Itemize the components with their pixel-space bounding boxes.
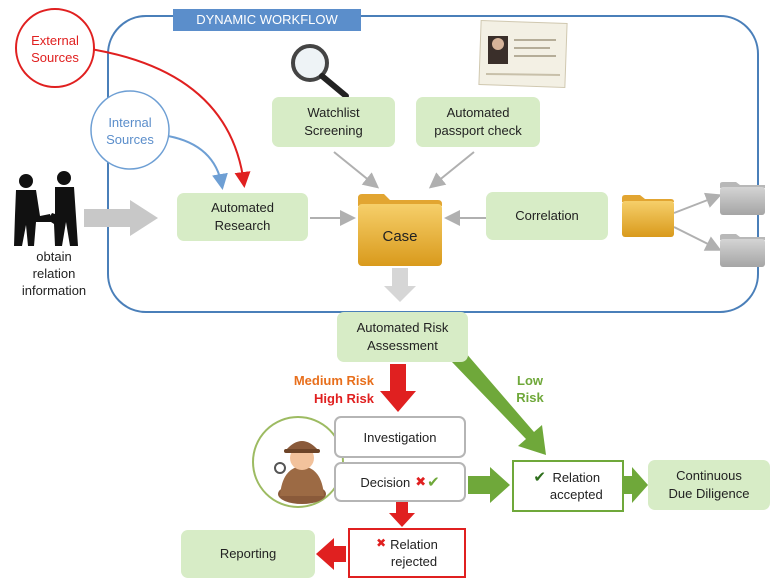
cross-icon: ✖	[415, 474, 427, 489]
accepted-to-continuous-arrow	[624, 467, 648, 503]
case-label: Case	[382, 228, 418, 245]
relation-rejected-node: ✖ Relation rejected	[348, 528, 466, 578]
check-icon: ✔	[533, 469, 546, 486]
investigator-icon	[274, 441, 326, 504]
low-risk-label: Low Risk	[516, 373, 544, 405]
case-folder-icon	[358, 194, 442, 266]
reporting-node: Reporting	[181, 530, 315, 578]
correlation-node: Correlation	[486, 192, 608, 240]
relation-rejected-label: Relation rejected	[390, 537, 438, 569]
investigation-label: Investigation	[363, 429, 437, 445]
passport-icon	[478, 20, 568, 88]
handshake-icon	[14, 171, 78, 246]
workflow-frame	[107, 15, 759, 313]
correlation-folder-icon	[622, 195, 674, 237]
risk-assessment-node: Automated Risk Assessment	[337, 312, 468, 362]
cross-icon: ✖	[376, 536, 387, 550]
automated-research-node: Automated Research	[177, 193, 308, 241]
rejected-to-reporting-arrow	[316, 538, 346, 570]
decision-to-rejected-arrow	[389, 501, 415, 527]
internal-sources-circle	[90, 90, 170, 170]
internal-sources-label: Internal Sources	[106, 115, 154, 147]
case-to-risk-arrow	[384, 268, 416, 302]
passport-to-case-arrow	[428, 151, 475, 189]
workflow-title: DYNAMIC WORKFLOW	[196, 12, 338, 27]
watchlist-to-case-arrow	[333, 151, 380, 189]
workflow-title-tab	[173, 9, 361, 31]
external-sources-label: External Sources	[31, 33, 79, 65]
folder-to-folder2-arrow	[673, 226, 722, 251]
decision-label: Decision	[360, 474, 411, 490]
start-arrow	[84, 200, 158, 236]
relation-accepted-node: ✔ Relation accepted	[512, 460, 624, 512]
risk-to-investigation-arrow	[380, 364, 416, 412]
check-icon: ✔	[427, 474, 440, 491]
low-risk-arrow	[452, 352, 546, 455]
relation-accepted-label: Relation accepted	[549, 470, 603, 502]
decision-to-accepted-arrow	[468, 467, 510, 503]
high-risk-label: High Risk	[314, 391, 374, 406]
investigation-node: Investigation	[334, 416, 466, 458]
passport-check-node: Automated passport check	[416, 97, 540, 147]
grey-folder-2-icon	[720, 234, 765, 267]
decision-node: Decision ✖ ✔	[334, 462, 466, 502]
folder-to-folder1-arrow	[673, 192, 722, 214]
continuous-due-diligence-node: Continuous Due Diligence	[648, 460, 770, 510]
grey-folder-1-icon	[720, 182, 765, 215]
external-to-research-arrow	[83, 47, 251, 188]
internal-to-research-arrow	[167, 135, 228, 190]
watchlist-screening-node: Watchlist Screening	[272, 97, 395, 147]
external-sources-circle	[15, 8, 95, 88]
medium-risk-label: Medium Risk	[293, 373, 374, 388]
start-label: obtain relation information	[21, 249, 87, 298]
magnifier-icon	[291, 44, 349, 99]
